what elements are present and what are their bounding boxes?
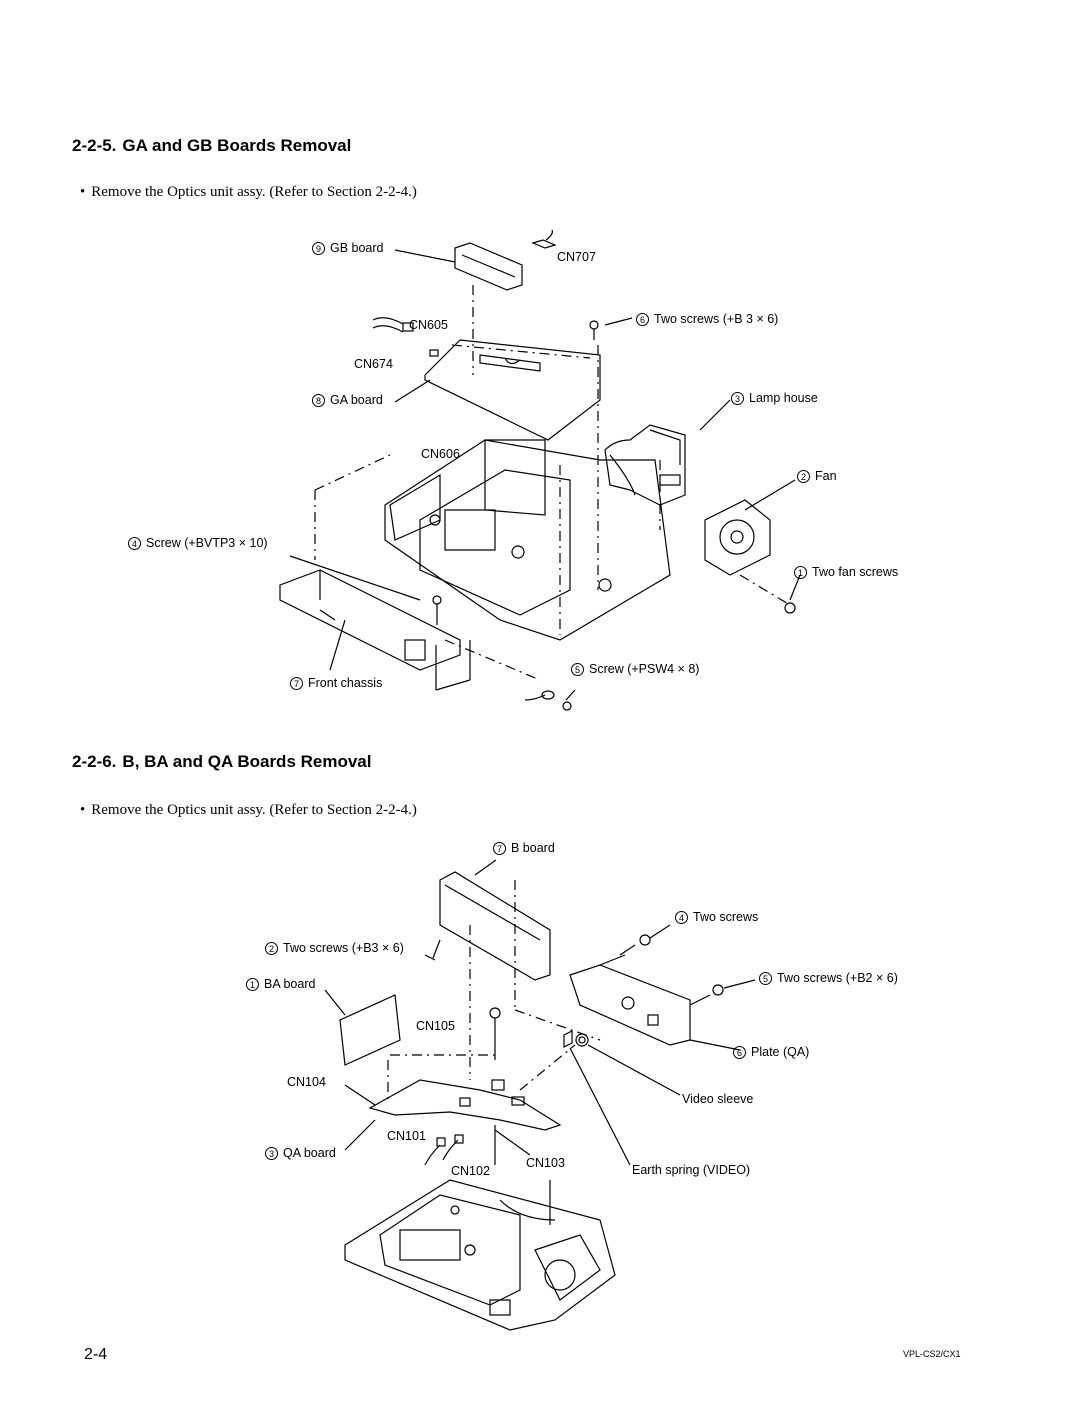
instruction-text: Remove the Optics unit assy. (Refer to S… bbox=[91, 184, 417, 200]
b-board-shape bbox=[439, 871, 551, 981]
section-2-2-5-instruction: • Remove the Optics unit assy. (Refer to … bbox=[80, 184, 417, 201]
main-chassis-shape bbox=[384, 439, 671, 641]
page-number: 2-4 bbox=[84, 1346, 108, 1363]
label-cn605: CN605 bbox=[409, 318, 448, 332]
label-cn707: CN707 bbox=[557, 250, 596, 264]
gb-board-shape bbox=[454, 242, 523, 291]
label-video-sleeve: Video sleeve bbox=[682, 1092, 754, 1106]
label-cn102: CN102 bbox=[451, 1164, 490, 1178]
label-cn104: CN104 bbox=[287, 1075, 326, 1089]
label-cn101: CN101 bbox=[387, 1129, 426, 1143]
label-cn105: CN105 bbox=[416, 1019, 455, 1033]
label-cn606: CN606 bbox=[421, 447, 460, 461]
section-2-2-6-instruction: • Remove the Optics unit assy. (Refer to … bbox=[80, 802, 417, 819]
ga-board-shape bbox=[424, 339, 601, 441]
bullet-dot: • bbox=[80, 802, 86, 818]
label-cn674: CN674 bbox=[354, 357, 393, 371]
section-title: B, BA and QA Boards Removal bbox=[122, 752, 372, 771]
section-number: 2-2-6. bbox=[72, 752, 117, 771]
instruction-text: Remove the Optics unit assy. (Refer to S… bbox=[91, 802, 417, 818]
lamp-house-shape bbox=[604, 424, 686, 506]
model-number: VPL-CS2/CX1 bbox=[903, 1349, 961, 1359]
ba-board-shape bbox=[339, 994, 401, 1066]
section-number: 2-2-5. bbox=[72, 136, 117, 155]
qa-board-shape bbox=[368, 1079, 562, 1131]
label-cn103: CN103 bbox=[526, 1156, 565, 1170]
bullet-dot: • bbox=[80, 184, 86, 200]
bottom-chassis-shape bbox=[344, 1179, 616, 1331]
section-2-2-6-heading: 2-2-6. B, BA and QA Boards Removal bbox=[72, 752, 372, 772]
section-title: GA and GB Boards Removal bbox=[122, 136, 352, 155]
fan-shape bbox=[704, 499, 771, 576]
label-earth-spring: Earth spring (VIDEO) bbox=[632, 1163, 751, 1177]
section-2-2-5-heading: 2-2-5. GA and GB Boards Removal bbox=[72, 136, 351, 156]
plate-qa-shape bbox=[569, 964, 691, 1046]
cn707-connector bbox=[531, 239, 557, 249]
